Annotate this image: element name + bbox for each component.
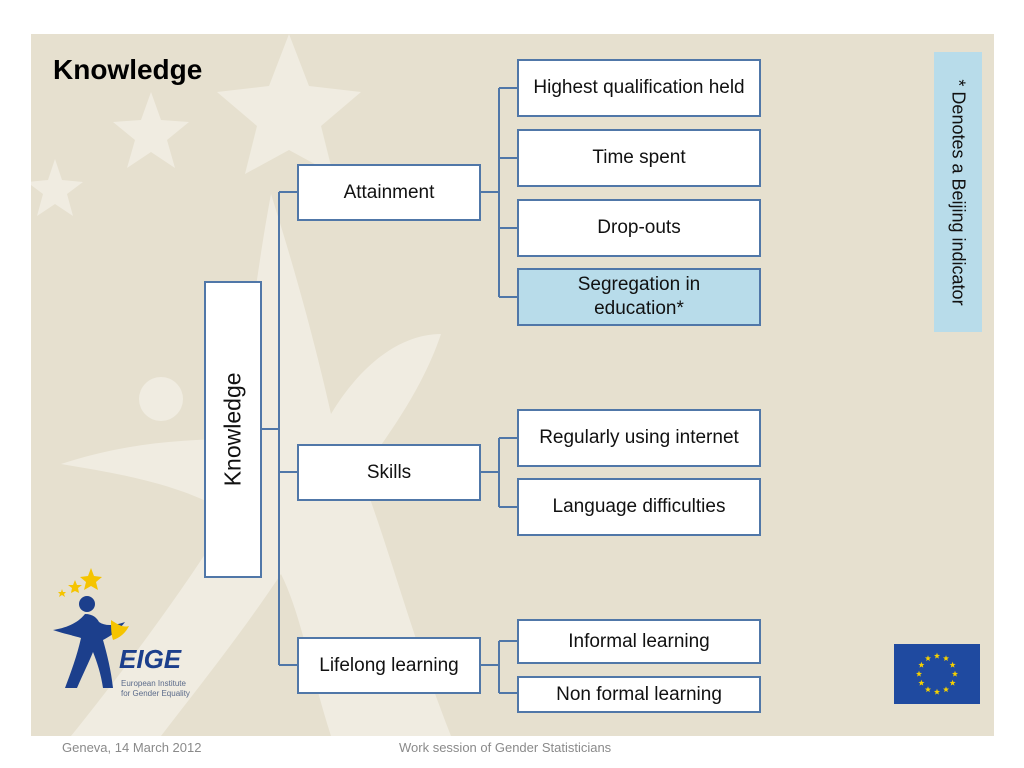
leaf-label: Language difficulties bbox=[553, 495, 726, 519]
svg-text:EIGE: EIGE bbox=[119, 644, 182, 674]
branch-node-lifelong-learning: Lifelong learning bbox=[297, 637, 481, 694]
leaf-node-informal-learning: Informal learning bbox=[517, 619, 761, 664]
root-node-label: Knowledge bbox=[219, 373, 248, 487]
leaf-node-regularly-using-internet: Regularly using internet bbox=[517, 409, 761, 467]
branch-node-attainment: Attainment bbox=[297, 164, 481, 221]
eige-logo-line2: for Gender Equality bbox=[121, 689, 190, 699]
root-node-knowledge: Knowledge bbox=[204, 281, 262, 578]
slide: Knowledge bbox=[31, 34, 994, 736]
branch-label: Attainment bbox=[344, 181, 435, 205]
beijing-indicator-note: * Denotes a Beijing indicator bbox=[934, 52, 982, 332]
leaf-node-time-spent: Time spent bbox=[517, 129, 761, 187]
leaf-node-highest-qualification: Highest qualification held bbox=[517, 59, 761, 117]
leaf-label: Regularly using internet bbox=[539, 426, 739, 450]
branch-node-skills: Skills bbox=[297, 444, 481, 501]
leaf-label: Highest qualification held bbox=[533, 76, 744, 100]
eige-logo-line1: European Institute bbox=[121, 679, 190, 689]
leaf-node-drop-outs: Drop-outs bbox=[517, 199, 761, 257]
leaf-label: Segregation in education* bbox=[559, 273, 719, 321]
leaf-node-segregation-in-education: Segregation in education* bbox=[517, 268, 761, 326]
footer-date-location: Geneva, 14 March 2012 bbox=[62, 740, 201, 755]
leaf-label: Non formal learning bbox=[556, 683, 722, 707]
note-text: * Denotes a Beijing indicator bbox=[948, 79, 969, 305]
leaf-label: Drop-outs bbox=[597, 216, 680, 240]
branch-label: Lifelong learning bbox=[319, 654, 458, 678]
branch-label: Skills bbox=[367, 461, 411, 485]
leaf-node-non-formal-learning: Non formal learning bbox=[517, 676, 761, 713]
eige-logo-text: European Institute for Gender Equality bbox=[121, 679, 190, 699]
eu-flag-icon bbox=[894, 644, 980, 704]
leaf-label: Informal learning bbox=[568, 630, 710, 654]
footer-event-title: Work session of Gender Statisticians bbox=[399, 740, 611, 755]
leaf-node-language-difficulties: Language difficulties bbox=[517, 478, 761, 536]
leaf-label: Time spent bbox=[592, 146, 685, 170]
